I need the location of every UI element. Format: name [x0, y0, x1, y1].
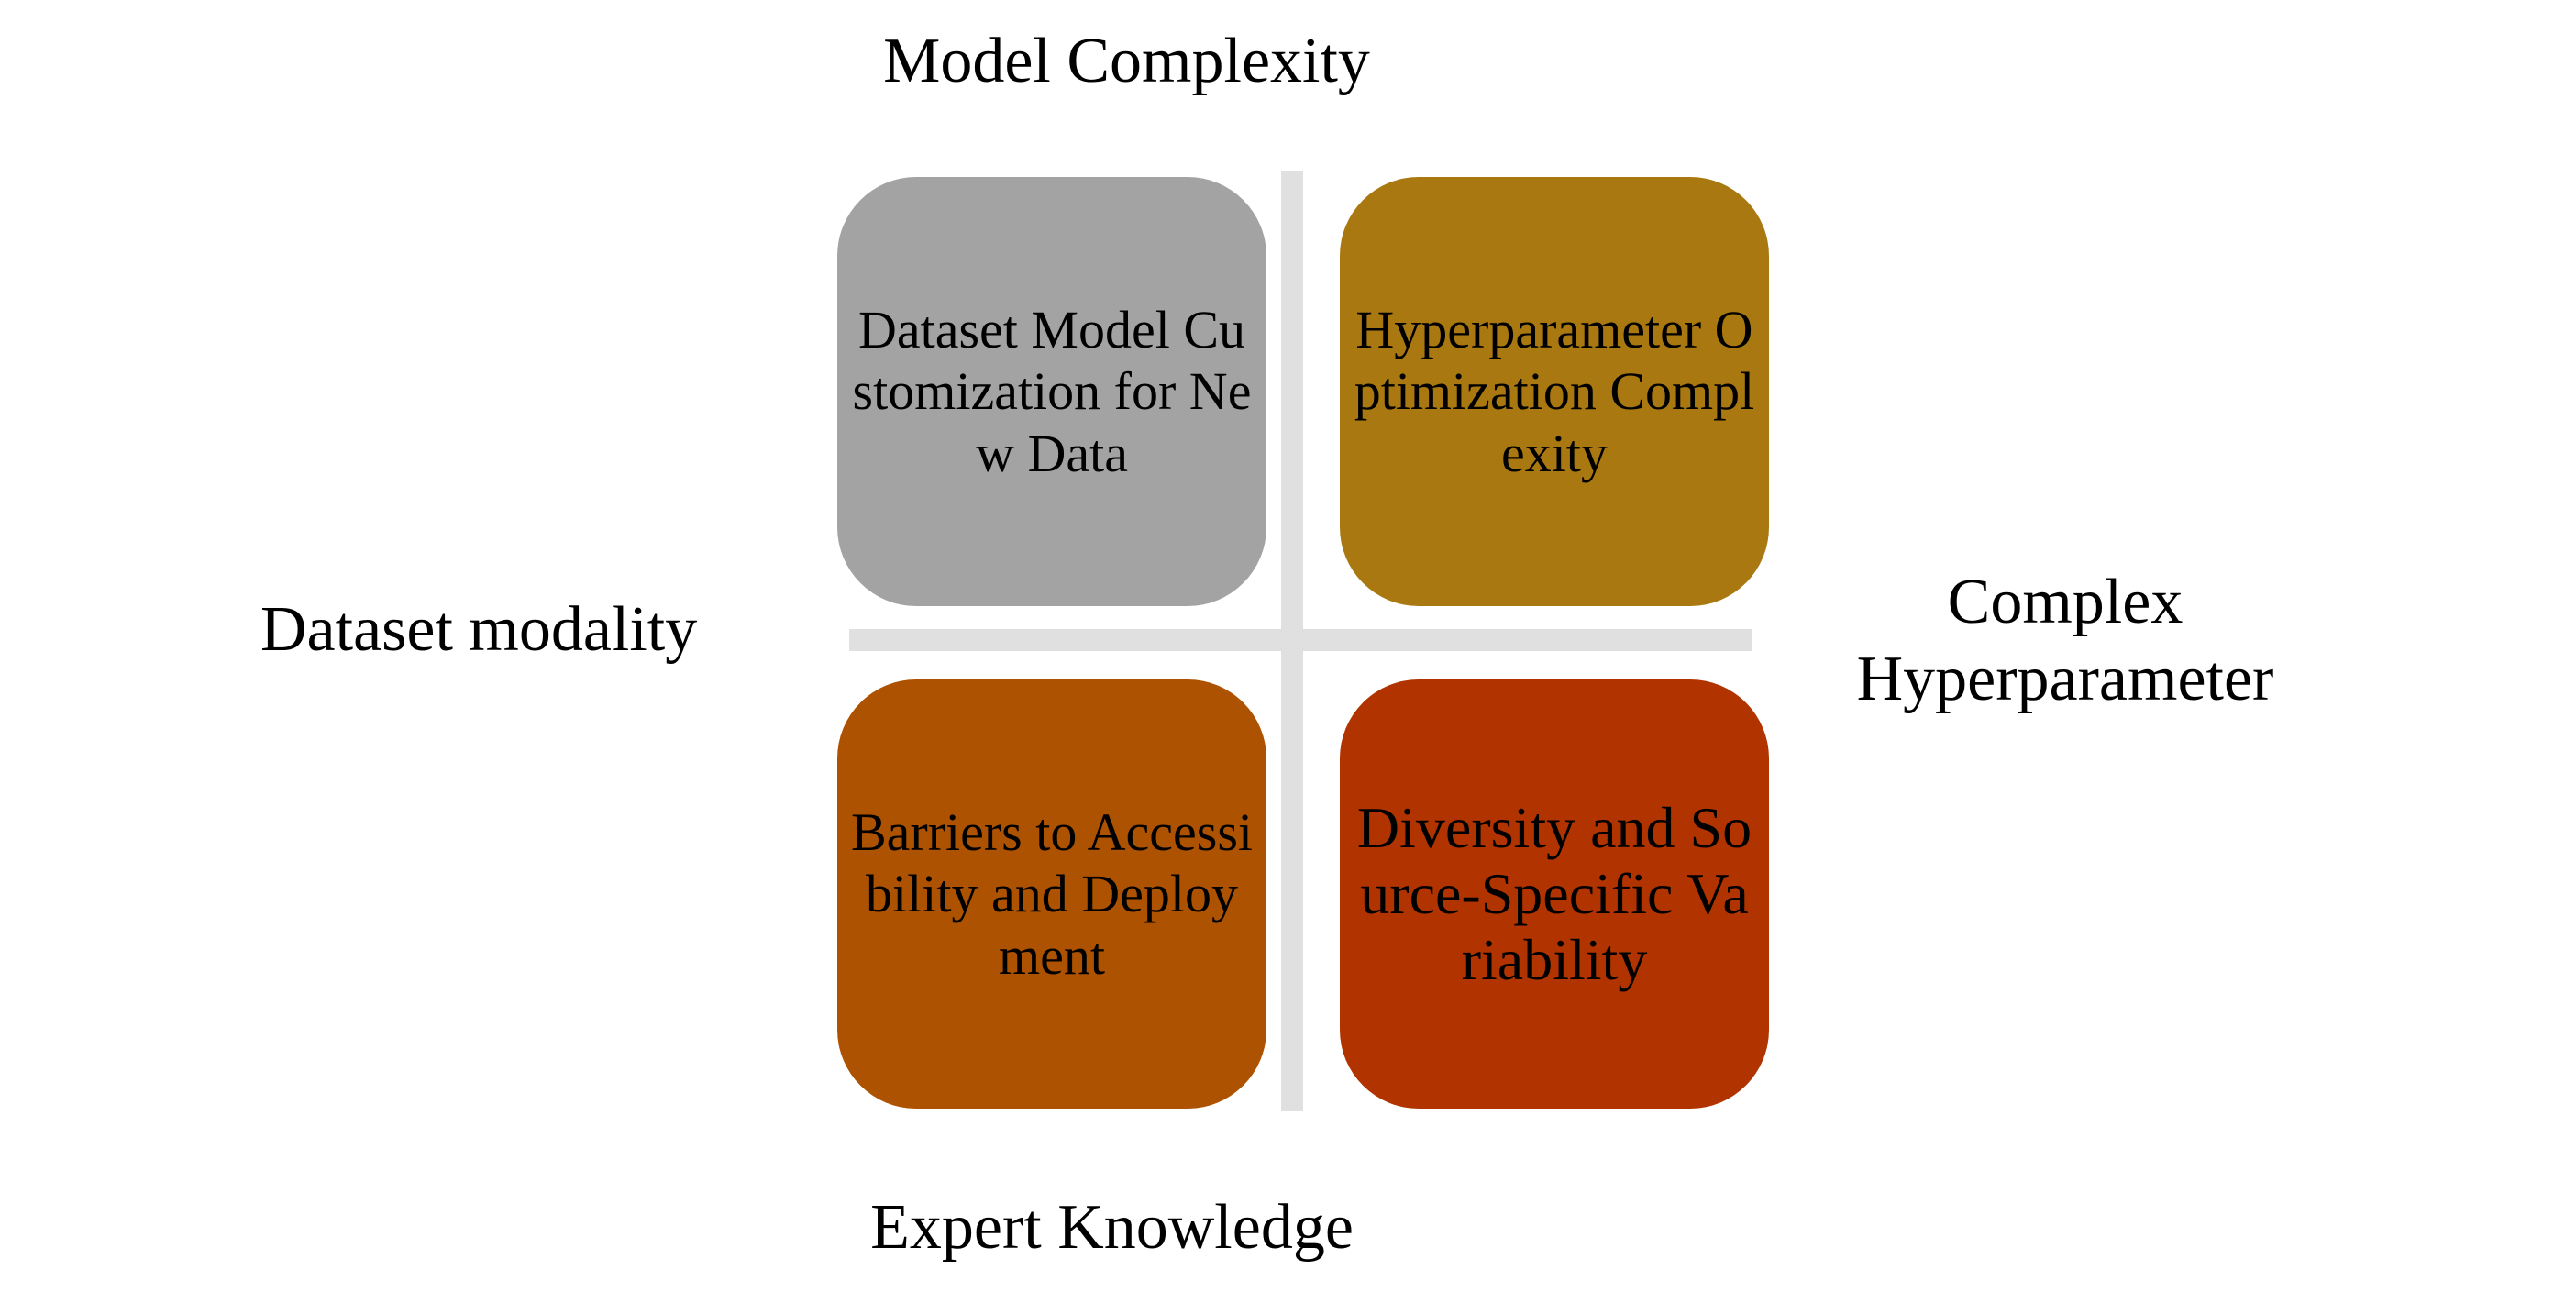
right-axis-label: Complex Hyperparameter — [1856, 567, 2274, 714]
quadrant-bottom-left: Barriers to Accessibility and Deployment — [837, 679, 1266, 1109]
quadrant-bottom-left-text: Barriers to Accessibility and Deployment — [850, 802, 1254, 986]
left-axis-label: Dataset modality — [260, 594, 698, 665]
horizontal-divider — [849, 629, 1752, 651]
quadrant-top-right-text: Hyperparameter Optimization Complexity — [1354, 300, 1755, 483]
quadrant-bottom-right: Diversity and Source-Specific Variabilit… — [1340, 679, 1769, 1109]
quadrant-top-left: Dataset Model Customization for New Data — [837, 177, 1266, 606]
quadrant-top-left-text: Dataset Model Customization for New Data — [852, 300, 1252, 483]
top-axis-label: Model Complexity — [883, 26, 1370, 96]
quadrant-bottom-right-text: Diversity and Source-Specific Variabilit… — [1356, 795, 1752, 992]
quadrant-top-right: Hyperparameter Optimization Complexity — [1340, 177, 1769, 606]
bottom-axis-label: Expert Knowledge — [870, 1192, 1354, 1263]
